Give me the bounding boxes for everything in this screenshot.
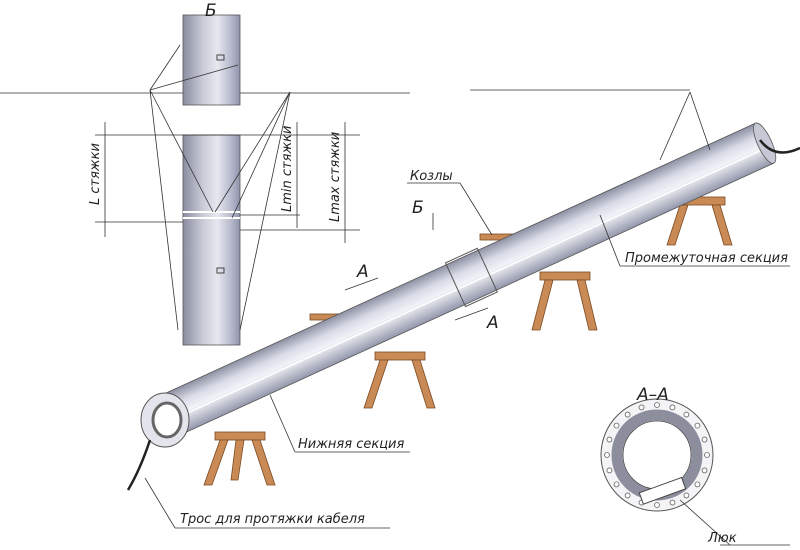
section-aa-title: А–А	[636, 385, 669, 405]
flange-bolt-hole	[604, 452, 610, 458]
section-aa-view	[600, 398, 790, 546]
main-pipe	[150, 122, 777, 441]
leader-lines	[144, 91, 790, 529]
flange-bolt-hole	[704, 452, 710, 458]
dimensions	[95, 122, 360, 243]
label-hatch: Люк	[707, 531, 737, 546]
flange-bolt-hole	[701, 467, 708, 474]
flange-bolt-hole	[701, 436, 708, 443]
trestles	[203, 196, 733, 486]
view-b-title: Б	[205, 1, 217, 21]
label-cable-rope: Трос для протяжки кабеля	[180, 512, 365, 527]
view-b-pipe	[149, 14, 291, 346]
flange-bolt-hole	[694, 422, 701, 429]
cable	[126, 439, 152, 491]
flange-bolt-hole	[613, 422, 620, 429]
dim-lmin-tie: Lmin стяжки	[280, 126, 295, 212]
label-lower-section: Нижняя секция	[298, 437, 405, 452]
flange-bolt-hole	[669, 499, 676, 506]
flange-bolt-hole	[683, 492, 690, 499]
flange-bolt-hole	[606, 467, 613, 474]
flange-bolt-hole	[654, 402, 660, 408]
flange-bolt-hole	[606, 436, 613, 443]
flange-bolt-hole	[624, 492, 631, 499]
label-intermediate-section: Промежуточная секция	[625, 251, 788, 266]
cable	[759, 139, 800, 154]
flange-bolt-hole	[654, 502, 660, 508]
flange-bolt-hole	[613, 481, 620, 488]
flange-bolt-hole	[694, 481, 701, 488]
label-view-b-marker: Б	[412, 198, 424, 218]
flange-bolt-hole	[624, 411, 631, 418]
flange-bolt-hole	[638, 404, 645, 411]
pipe-flange-end	[140, 392, 190, 448]
label-section-a-right: А	[486, 313, 499, 333]
flange-bolt-hole	[683, 411, 690, 418]
dim-lmax-tie: Lmax стяжки	[328, 132, 343, 222]
label-trestles: Козлы	[410, 169, 453, 184]
dim-l-tie: L стяжки	[88, 143, 103, 205]
flange-bolt-hole	[669, 404, 676, 411]
label-section-a-left: А	[356, 262, 369, 282]
